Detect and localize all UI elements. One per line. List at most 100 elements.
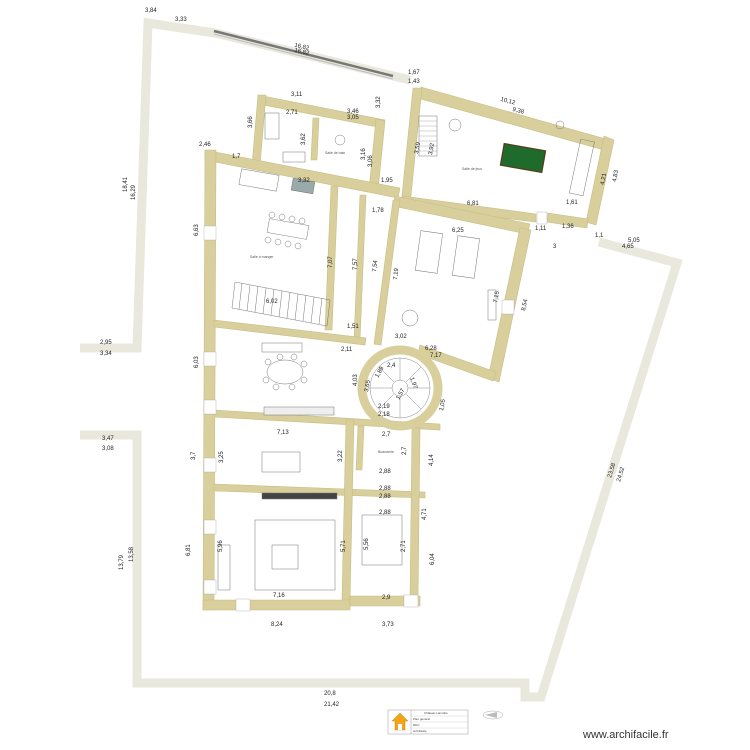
dim-label: 16,29	[131, 184, 137, 200]
dim-label: 3,73	[382, 622, 394, 628]
dim-label: 1,36	[562, 224, 574, 230]
dim-label: 6,28	[425, 346, 437, 352]
dim-label: 5,05	[628, 238, 640, 244]
dim-label: 1,43	[408, 79, 420, 85]
dim-label: 2,95	[100, 340, 112, 346]
dim-label: 3,65	[364, 379, 372, 392]
salon-furniture	[401, 230, 497, 327]
dim-label: 16,82	[294, 48, 311, 57]
room-label-dining: Salle à manger	[250, 255, 274, 259]
dim-label: 3,62	[301, 133, 307, 145]
dim-label: 3,25	[219, 451, 225, 463]
dim-label: 1,57	[396, 387, 407, 401]
dim-label: 1,78	[372, 208, 384, 214]
dim-label: 3,06	[368, 155, 374, 167]
billiard-table[interactable]	[499, 142, 547, 174]
dim-label: 18,41	[123, 176, 129, 192]
room-label-upper: Salle de bain	[325, 151, 345, 155]
dim-label: 1,89	[375, 365, 386, 379]
north-arrow-icon	[482, 710, 504, 720]
dim-label: 7,13	[277, 430, 289, 436]
dim-label: 21,42	[324, 702, 340, 708]
title-block-line3: RDC	[413, 723, 420, 727]
main-stair	[231, 281, 331, 327]
dim-label: 3,59	[414, 141, 422, 154]
stair-upper-steps	[419, 120, 437, 152]
dim-label: 3,33	[175, 17, 187, 23]
dim-label: 4,14	[429, 454, 435, 466]
dim-label: 6,63	[194, 224, 200, 236]
title-block-line2: Plan général	[413, 717, 430, 721]
dim-label: 3,22	[338, 450, 344, 462]
dim-label: 7,17	[430, 353, 442, 359]
dim-label: 1,1	[595, 233, 604, 239]
dim-label: 1,97	[408, 377, 418, 391]
dim-label: 2,9	[382, 595, 391, 601]
dim-label: 1,7	[232, 154, 241, 160]
dim-label: 1,11	[535, 226, 547, 232]
dim-label: 6,04	[430, 553, 436, 565]
title-block-line1: Château Lamothe	[424, 711, 448, 715]
dim-label: 9,38	[512, 107, 525, 116]
dim-label: 3,11	[291, 92, 303, 98]
dim-label: 2,18	[378, 412, 390, 418]
dim-label: 16,82	[294, 43, 311, 52]
dim-label: 4,83	[612, 169, 620, 182]
dim-label: 2,7	[402, 446, 408, 455]
dim-label: 2,7	[382, 432, 391, 438]
dim-label: 4,03	[353, 374, 359, 386]
kitchen-furniture	[217, 451, 403, 591]
dim-label: 3,46	[347, 109, 359, 115]
dim-label: 3,66	[248, 116, 254, 128]
dim-label: 3,05	[347, 115, 359, 121]
dim-label: 2,46	[199, 142, 211, 148]
upper-block-walls	[251, 94, 386, 191]
dim-label: 2,71	[401, 540, 407, 552]
top-window-inner	[213, 33, 394, 80]
dim-label: 3,47	[102, 436, 114, 442]
dim-label: 8,24	[271, 622, 283, 628]
dim-label: 3,34	[100, 351, 112, 357]
watermark: www.archifacile.fr	[582, 729, 669, 741]
dim-label: 3,84	[145, 8, 157, 14]
dim-label: 5,71	[341, 540, 347, 552]
dim-label: 2,88	[379, 486, 391, 492]
dim-label: 2,88	[379, 494, 391, 500]
dim-label: 1,67	[408, 70, 420, 76]
living-furniture	[261, 342, 335, 416]
billiard-walls	[400, 86, 615, 229]
dim-label: 3	[553, 244, 557, 250]
dim-label: 2,71	[286, 110, 298, 116]
dim-label: 1,95	[381, 178, 393, 184]
bathroom-fixtures	[264, 112, 346, 163]
dim-label: 8,54	[521, 298, 529, 311]
dim-label: 24,52	[616, 466, 626, 483]
spiral-stair	[369, 357, 431, 419]
dim-label: 3,32	[298, 178, 310, 184]
dim-label: 6,81	[467, 201, 479, 207]
dim-label: 2,11	[341, 347, 353, 353]
dim-label: 3,92	[428, 142, 436, 155]
dim-label: 20,8	[324, 691, 336, 697]
dim-label: 23,58	[607, 462, 617, 479]
dim-label: 2,19	[378, 404, 390, 410]
dim-label: 7,54	[372, 259, 379, 272]
dim-label: 4,71	[422, 508, 428, 520]
billiard-furniture	[448, 118, 595, 197]
dimension-labels: 3,84 3,33 16,82 16,82 1,67 1,43 10,12 9,…	[100, 8, 640, 708]
dim-label: 6,03	[194, 356, 200, 368]
dim-label: 7,19	[393, 267, 400, 280]
dim-label: 7,16	[273, 593, 285, 599]
dim-label: 6,25	[452, 228, 464, 234]
dim-label: 2,88	[379, 469, 391, 475]
dining-furniture	[238, 168, 316, 250]
dim-label: 1,51	[347, 324, 359, 330]
title-block-line4: archifacile	[413, 729, 427, 733]
room-label-mid: Buanderie	[378, 450, 394, 454]
dim-label: 5,56	[364, 538, 370, 550]
dim-label: 5,96	[218, 540, 224, 552]
title-block: Château Lamothe Plan général RDC archifa…	[387, 709, 469, 735]
dim-label: 3,02	[395, 334, 407, 340]
dim-label: 3,7	[191, 451, 197, 460]
